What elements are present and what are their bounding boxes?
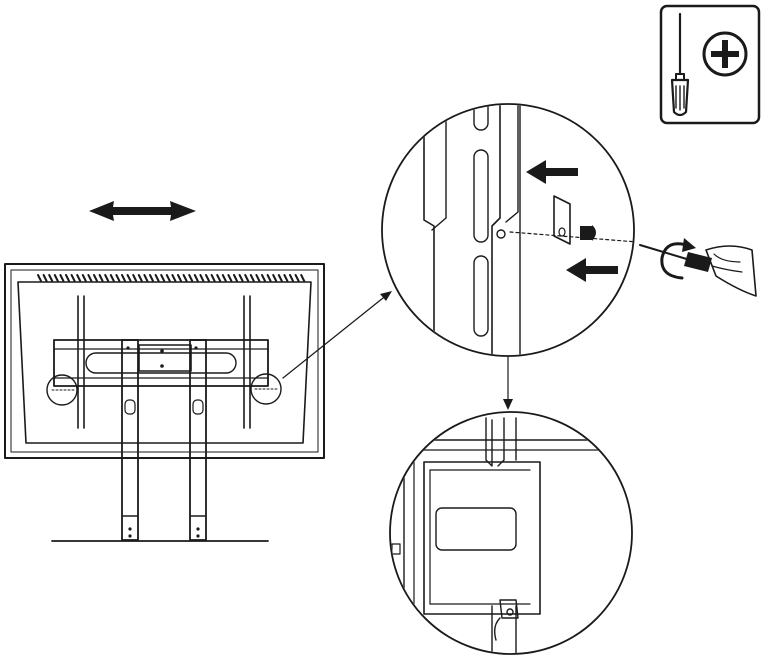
vent-slot [233,274,238,282]
double-arrow-icon [89,201,196,221]
detail-circle-right [250,373,282,405]
vent-slot [177,274,182,282]
vent-slot [210,274,216,282]
vent-slot [294,274,300,282]
vent-slot [65,274,70,282]
vent-slot [193,274,199,282]
vent-slot [216,274,222,282]
vent-slot [104,274,110,282]
vent-slot [277,274,283,282]
vent-slot [227,274,233,282]
leader-arrow-to-zoom [282,291,392,379]
vent-slot [188,274,194,282]
vent-slot [154,274,160,282]
tool-badge [659,4,761,125]
vent-slot [272,274,278,282]
vent-slot [300,274,306,282]
zoom-detail-bracket [381,103,635,357]
vent-slot [76,274,82,282]
tv-vent-grille [37,274,306,282]
vent-slot [109,274,115,282]
vent-slot [37,274,42,282]
vent-slot [87,274,93,282]
vent-slot [98,274,104,282]
screwdriver-hand-icon [639,238,757,297]
vent-slot [59,274,65,282]
vent-slot [70,274,76,282]
vent-slot [126,274,132,282]
vent-slot [81,274,87,282]
vent-slot [149,274,154,282]
vent-slot [289,274,294,282]
vent-slot [137,274,143,282]
screwdriver-icon [670,12,690,117]
tv-rear-view [4,263,325,542]
mounting-plate [53,339,269,387]
bolt-icon [580,225,596,241]
vent-slot [244,274,250,282]
push-arrow-icon-lower [566,258,618,282]
vent-slot [93,274,98,282]
plus-icon [702,31,748,77]
vent-slot [266,274,272,282]
vent-slot [238,274,244,282]
vertical-rail-right [243,295,251,429]
vent-slot [205,274,210,282]
detail-circle-left [46,374,78,406]
vent-slot [221,274,227,282]
vent-slot [165,274,171,282]
vent-slot [53,274,59,282]
stand-posts [121,339,207,541]
vent-slot [48,274,54,282]
vent-slot [255,274,261,282]
vent-slot [42,274,48,282]
vent-slot [121,274,126,282]
vent-slot [261,274,266,282]
vent-slot [249,274,255,282]
vent-slot [115,274,121,282]
vertical-rail-left [77,295,85,429]
vent-slot [199,274,205,282]
vent-slot [171,274,177,282]
vent-slot [283,274,289,282]
leader-arrow-down [503,356,513,410]
push-arrow-icon [526,160,578,184]
vent-slot [132,274,138,282]
vent-slot [160,274,166,282]
zoom-detail-assembled [389,411,633,655]
vent-slot [143,274,149,282]
vent-slot [182,274,188,282]
